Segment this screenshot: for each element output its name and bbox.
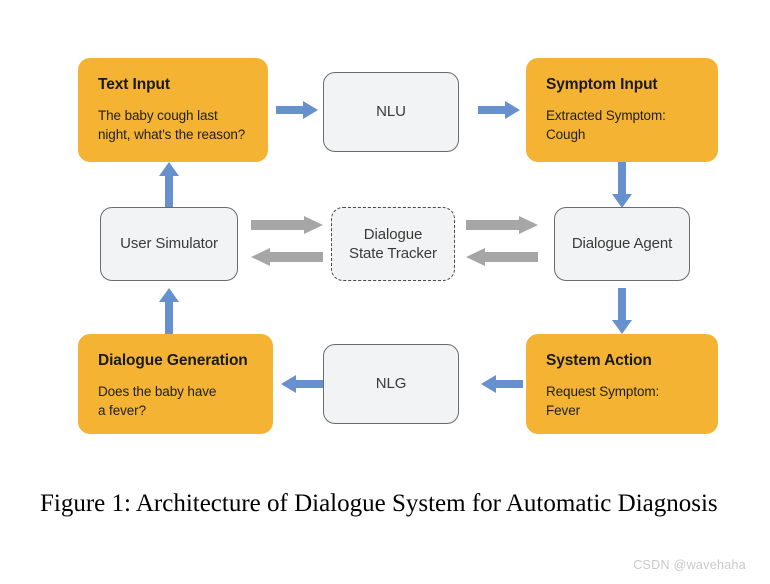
node-symptom-input-body: Extracted Symptom: Cough — [546, 107, 666, 143]
node-text-input-body: The baby cough last night, what's the re… — [98, 107, 246, 143]
node-text-input: Text Input The baby cough last night, wh… — [78, 58, 268, 162]
node-dialogue-state-tracker: Dialogue State Tracker — [331, 207, 455, 281]
node-nlg-label: NLG — [375, 375, 407, 393]
edge-dialogue-agent-to-state-tracker — [466, 248, 538, 266]
node-text-input-title: Text Input — [98, 76, 170, 93]
figure-caption: Figure 1: Architecture of Dialogue Syste… — [40, 490, 718, 517]
node-system-action: System Action Request Symptom: Fever — [526, 334, 718, 434]
edge-symptom-input-to-dialogue-agent — [612, 162, 632, 208]
watermark: CSDN @wavehaha — [633, 558, 746, 572]
node-nlg: NLG — [323, 344, 459, 424]
node-symptom-input-title: Symptom Input — [546, 76, 658, 93]
edge-dialogue-agent-to-system-action — [612, 288, 632, 334]
node-symptom-input: Symptom Input Extracted Symptom: Cough — [526, 58, 718, 162]
edge-user-simulator-to-text-input — [159, 162, 179, 208]
node-dialogue-state-tracker-label: Dialogue State Tracker — [349, 225, 437, 263]
node-nlu-label: NLU — [376, 103, 406, 121]
node-system-action-title: System Action — [546, 352, 652, 369]
node-nlu: NLU — [323, 72, 459, 152]
edge-state-tracker-to-dialogue-agent — [466, 216, 538, 234]
node-dialogue-agent: Dialogue Agent — [554, 207, 690, 281]
node-dialogue-agent-label: Dialogue Agent — [571, 235, 673, 253]
node-dialogue-generation-title: Dialogue Generation — [98, 352, 248, 369]
node-user-simulator: User Simulator — [100, 207, 238, 281]
edge-nlg-to-dialogue-generation — [281, 375, 323, 393]
edge-text-input-to-nlu — [276, 101, 318, 119]
edge-user-simulator-to-state-tracker — [251, 216, 323, 234]
edge-system-action-to-nlg — [481, 375, 523, 393]
node-dialogue-generation-body: Does the baby have a fever? — [98, 383, 217, 419]
node-dialogue-generation: Dialogue Generation Does the baby have a… — [78, 334, 273, 434]
edge-dialogue-generation-to-user-simulator — [159, 288, 179, 334]
edge-state-tracker-to-user-simulator — [251, 248, 323, 266]
edge-nlu-to-symptom-input — [478, 101, 520, 119]
node-system-action-body: Request Symptom: Fever — [546, 383, 660, 419]
node-user-simulator-label: User Simulator — [120, 235, 218, 253]
